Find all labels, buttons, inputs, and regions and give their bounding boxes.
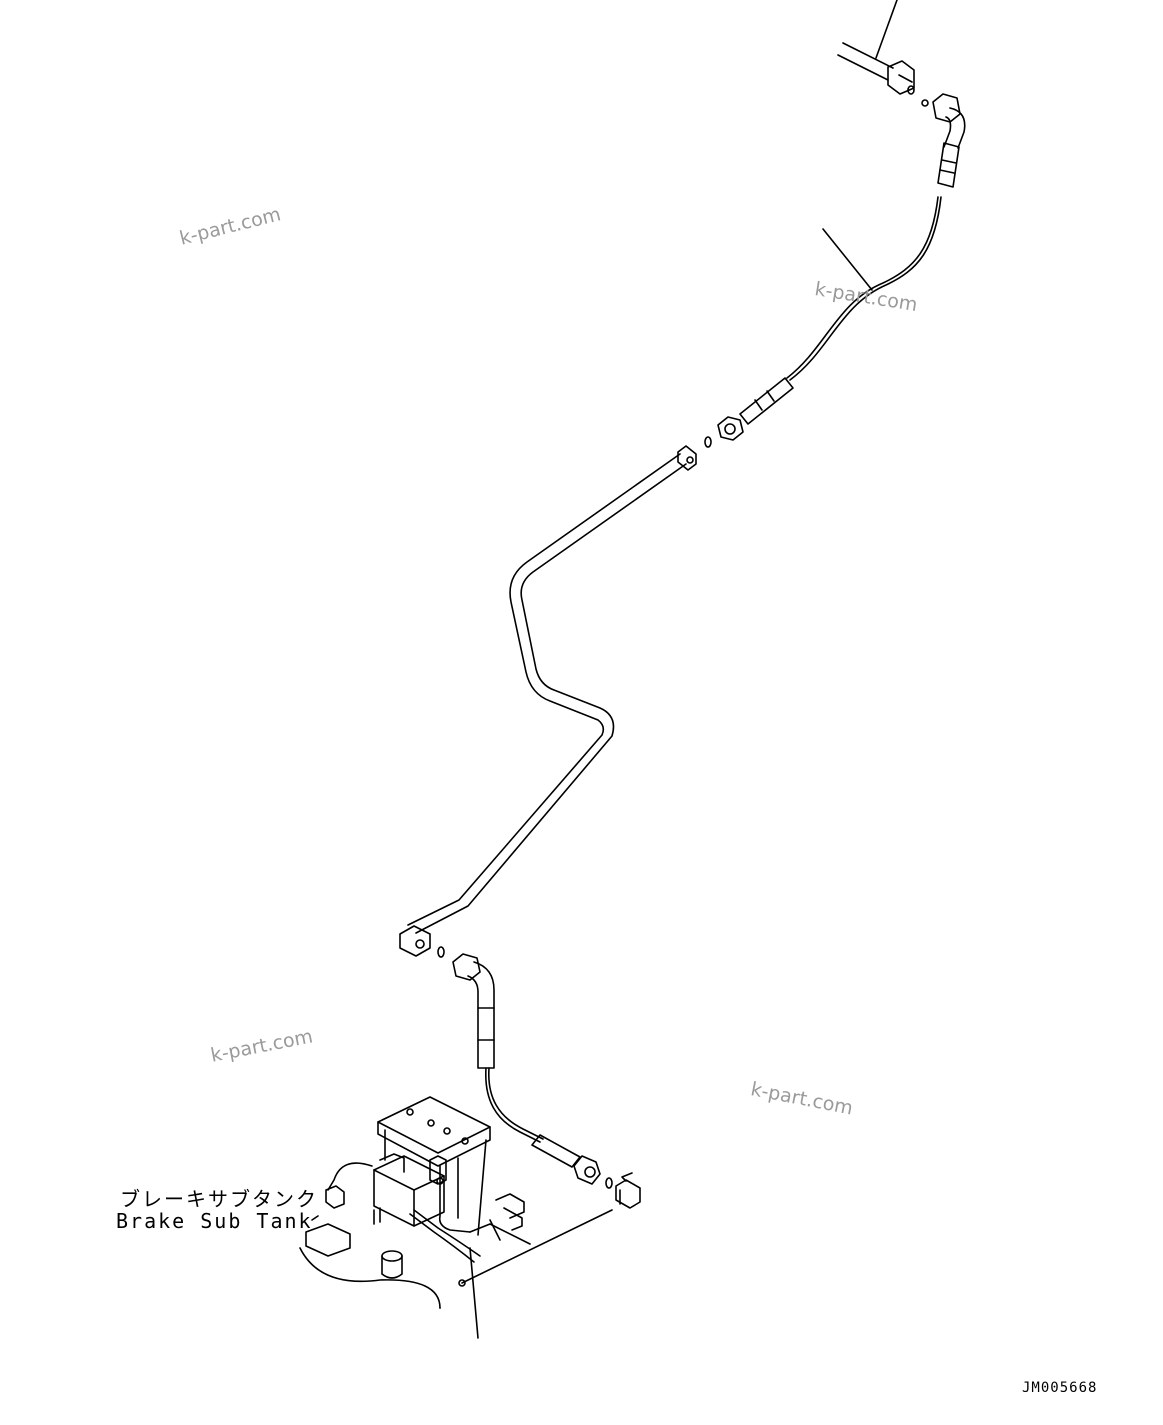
- o-ring-bottom: [605, 1177, 613, 1189]
- hose-crimp-lower: [739, 377, 794, 425]
- hose-crimp-bottom: [531, 1134, 601, 1185]
- leader-target-bolt: [458, 1279, 466, 1287]
- leader-line-tank: [461, 1209, 613, 1284]
- o-ring-mid: [704, 436, 712, 448]
- lower-fitting-block: [399, 925, 431, 957]
- hose-crimp-top: [937, 142, 960, 188]
- elbow-fitting-top: [932, 93, 966, 149]
- lower-hose: [485, 1067, 544, 1143]
- o-ring-top: [921, 99, 929, 107]
- elbow-fitting-lower: [452, 953, 495, 1069]
- hex-nut-mid: [717, 416, 744, 441]
- steel-tube: [407, 445, 697, 934]
- flexible-hose: [786, 196, 942, 381]
- drawing-code: JM005668: [1022, 1380, 1098, 1396]
- tank-inlet-fitting: [615, 1172, 641, 1209]
- brake-sub-tank-assembly: [299, 1096, 531, 1339]
- o-ring-lower: [437, 946, 445, 958]
- top-pipe-end: [837, 42, 915, 95]
- part-label-english: Brake Sub Tank: [116, 1209, 313, 1233]
- leader-line-top: [875, 0, 898, 59]
- leader-line-hose: [822, 228, 873, 291]
- part-label-japanese: ブレーキサブタンク: [120, 1187, 318, 1211]
